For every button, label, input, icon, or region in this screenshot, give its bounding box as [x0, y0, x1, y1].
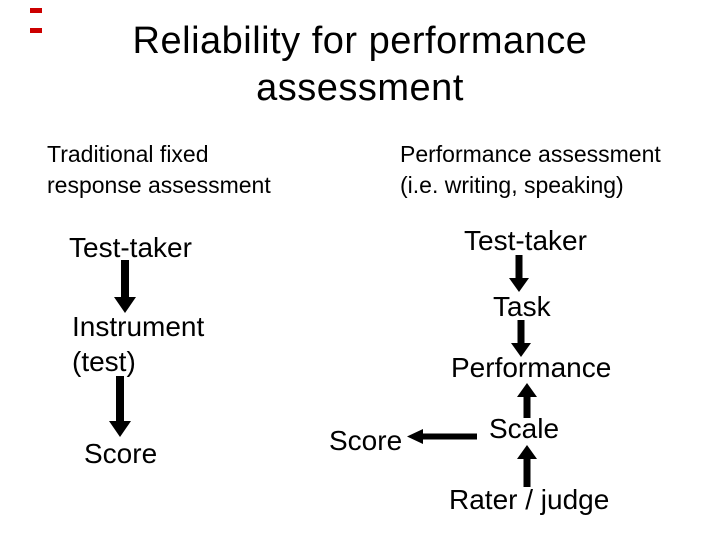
node-task: Task	[493, 291, 551, 322]
node-instrument-line2: (test)	[72, 346, 136, 377]
slide-title-line2: assessment	[256, 67, 464, 109]
node-rater-judge: Rater / judge	[449, 484, 610, 515]
left-header-line1: Traditional fixed	[47, 141, 209, 167]
node-left-score: Score	[84, 438, 158, 469]
node-instrument: Instrument (test)	[72, 309, 204, 379]
arrow-down-icon	[113, 260, 137, 313]
arrow-up-icon	[517, 445, 537, 487]
right-column-header: Performance assessment (i.e. writing, spe…	[400, 139, 661, 201]
arrow-down-icon	[511, 320, 531, 357]
arrow-down-icon	[108, 376, 132, 437]
left-header-line2: response assessment	[47, 172, 271, 198]
left-column-header: Traditional fixed response assessment	[47, 139, 271, 201]
node-performance: Performance	[451, 352, 612, 383]
node-right-score: Score	[329, 425, 403, 456]
node-instrument-line1: Instrument	[72, 311, 205, 342]
right-header-line1: Performance assessment	[400, 141, 661, 167]
node-right-test-taker: Test-taker	[464, 225, 587, 256]
right-header-line2: (i.e. writing, speaking)	[400, 172, 624, 198]
arrow-down-icon	[509, 255, 529, 292]
node-left-test-taker: Test-taker	[69, 232, 192, 263]
arrow-left-icon	[407, 428, 477, 445]
slide-title: Reliability for performance assessment	[0, 18, 720, 112]
red-dash-decoration	[30, 28, 42, 33]
arrow-up-icon	[517, 383, 537, 418]
slide-title-line1: Reliability for performance	[132, 20, 588, 62]
node-scale: Scale	[489, 413, 560, 444]
red-dash-decoration	[30, 8, 42, 13]
